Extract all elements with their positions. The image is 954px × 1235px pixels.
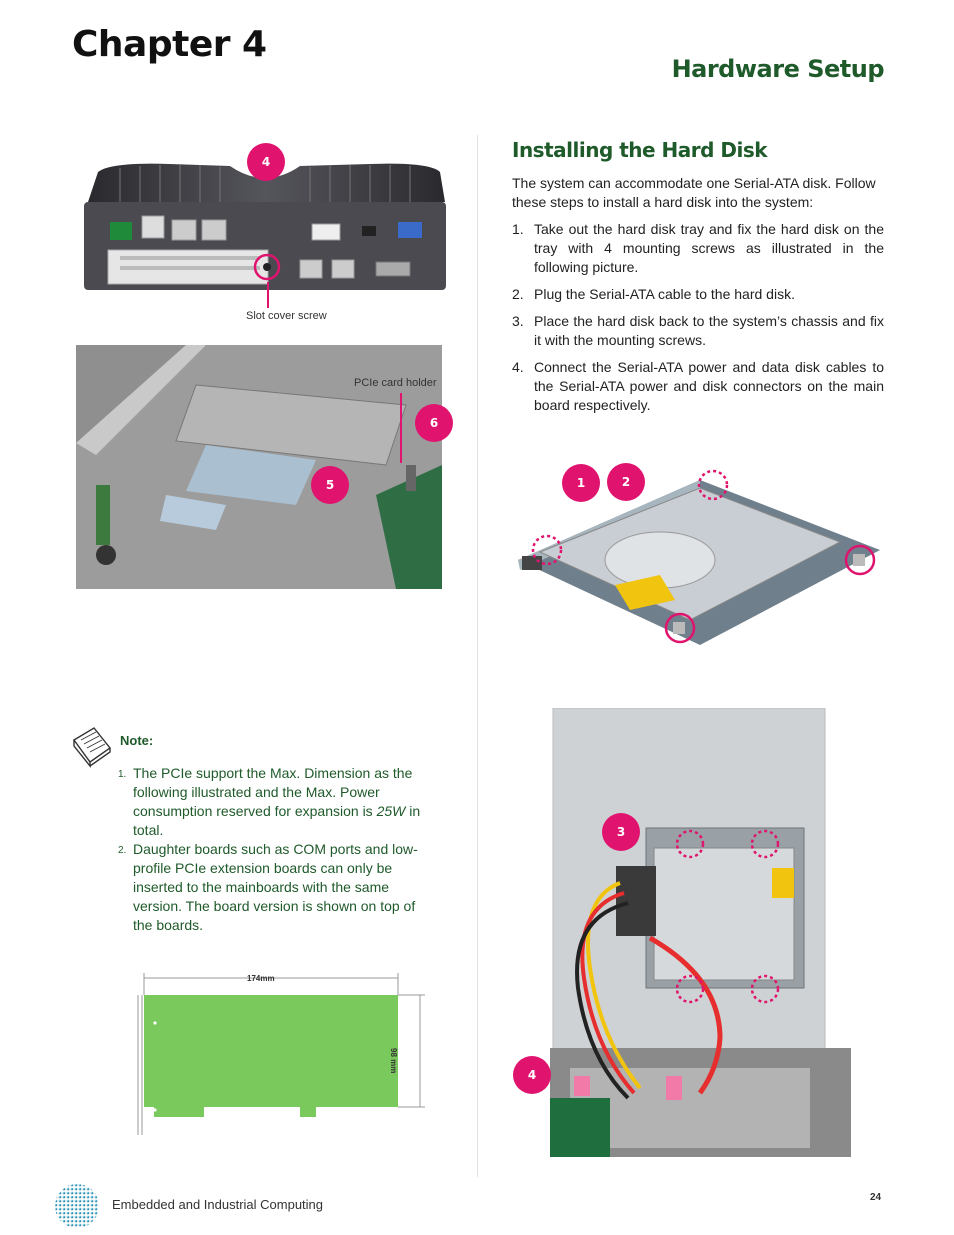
- note-text-end: in total.: [133, 803, 421, 838]
- footer-text: Embedded and Industrial Computing: [112, 1197, 324, 1212]
- note-title: Note:: [120, 733, 154, 748]
- slot-cover-pointer: [267, 282, 269, 308]
- step-number: 4.: [512, 359, 524, 375]
- note-item: 1. The PCIe support the Max. Dimension as…: [118, 764, 436, 840]
- note-list: 1. The PCIe support the Max. Dimension as…: [118, 764, 436, 935]
- front-panel-figure: [80, 150, 450, 295]
- company-logo: [50, 1183, 104, 1234]
- note-icon: [70, 726, 112, 773]
- step-4-chassis-badge: 4: [513, 1056, 551, 1094]
- note-number: 2.: [118, 845, 127, 856]
- card-height-label: 98 mm: [389, 1048, 398, 1074]
- pcie-holder-photo: [76, 345, 442, 589]
- step-item: 1. Take out the hard disk tray and fix th…: [512, 220, 884, 277]
- step-number: 2.: [512, 286, 524, 302]
- step-item: 4. Connect the Serial-ATA power and data …: [512, 358, 884, 415]
- front-panel-photo: [84, 163, 446, 290]
- step-text: Plug the Serial-ATA cable to the hard di…: [534, 286, 795, 302]
- note-text: Daughter boards such as COM ports and lo…: [133, 841, 418, 933]
- hdd-chassis-photo: [550, 707, 851, 1157]
- page-number: 24: [870, 1192, 882, 1203]
- step-text: Take out the hard disk tray and fix the …: [534, 221, 884, 275]
- step-5-badge: 5: [311, 466, 349, 504]
- chapter-title: Chapter 4: [72, 24, 267, 65]
- install-steps: 1. Take out the hard disk tray and fix th…: [512, 220, 884, 423]
- column-divider: [477, 135, 478, 1177]
- note-text: The PCIe support the Max. Dimension as t…: [133, 765, 413, 819]
- pcie-holder-caption: PCIe card holder: [354, 377, 437, 389]
- section-title: Hardware Setup: [671, 55, 885, 83]
- step-number: 3.: [512, 313, 524, 329]
- step-1-badge: 1: [562, 464, 600, 502]
- pcie-holder-figure: [76, 345, 442, 589]
- step-item: 2. Plug the Serial-ATA cable to the hard …: [512, 285, 884, 304]
- hdd-tray-photo: [518, 469, 880, 645]
- hdd-chassis-figure: [550, 707, 851, 1157]
- hdd-tray-figure: [510, 460, 886, 650]
- pcie-holder-pointer: [400, 393, 402, 463]
- note-emphasis: 25W: [376, 803, 406, 819]
- note-number: 1.: [118, 769, 127, 780]
- step-4-badge: 4: [247, 143, 285, 181]
- pcie-card-figure: [120, 965, 435, 1135]
- step-3-badge: 3: [602, 813, 640, 851]
- subsection-title: Installing the Hard Disk: [512, 138, 768, 162]
- intro-paragraph: The system can accommodate one Serial-AT…: [512, 175, 876, 210]
- step-text: Connect the Serial-ATA power and data di…: [534, 359, 884, 413]
- step-item: 3. Place the hard disk back to the system…: [512, 312, 884, 350]
- step-number: 1.: [512, 221, 524, 237]
- step-text: Place the hard disk back to the system’s…: [534, 313, 884, 348]
- note-item: 2. Daughter boards such as COM ports and …: [118, 840, 436, 935]
- step-2-badge: 2: [607, 463, 645, 501]
- step-6-badge: 6: [415, 404, 453, 442]
- pcie-card-diagram: [137, 973, 425, 1135]
- card-width-label: 174mm: [247, 974, 275, 983]
- slot-cover-caption: Slot cover screw: [246, 310, 327, 322]
